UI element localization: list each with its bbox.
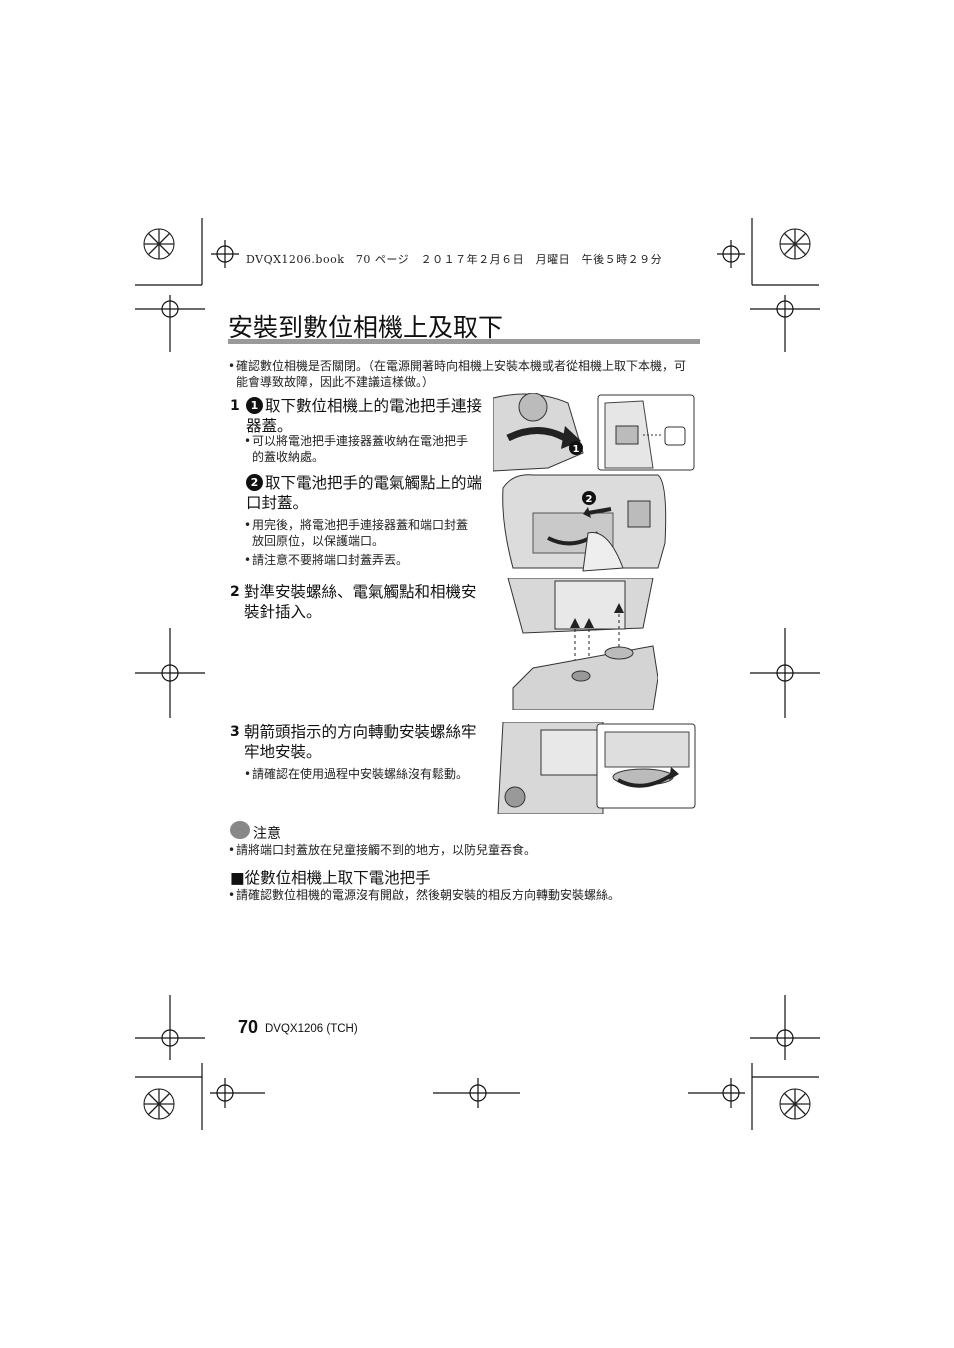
step-2-number: 2 (230, 584, 240, 600)
step-3-bullet: 請確認在使用過程中安裝螺絲沒有鬆動。 (244, 766, 476, 782)
step-1-sub2-bullet-1: 用完後，將電池把手連接器蓋和端口封蓋放回原位，以保護端口。 (244, 517, 474, 549)
title-underline (228, 339, 700, 344)
step-1-sub1-text: 取下數位相機上的電池把手連接器蓋。 (246, 397, 483, 435)
figure-align-grip (493, 578, 658, 710)
remove-section-text: 請確認數位相機的電源沒有開啟，然後朝安裝的相反方向轉動安裝螺絲。 (228, 887, 696, 903)
figure-remove-covers: 1 2 (493, 393, 696, 573)
circled-number-1: 1 (246, 397, 263, 414)
circled-number-2: 2 (246, 474, 263, 491)
step-2-text: 對準安裝螺絲、電氣觸點和相機安裝針插入。 (244, 583, 477, 621)
note-text: 請將端口封蓋放在兒童接觸不到的地方，以防兒童吞食。 (228, 842, 696, 858)
page-number: 70 (238, 1017, 259, 1037)
intro-text: 確認數位相機是否關閉。（在電源開著時向相機上安裝本機或者從相機上取下本機，可能會… (228, 358, 694, 390)
step-1-sub1-bullet: 可以將電池把手連接器蓋收納在電池把手的蓋收納處。 (244, 433, 476, 465)
note-label: 注意 (253, 826, 281, 842)
note-icon (230, 821, 250, 839)
step-1-sub2-text: 取下電池把手的電氣觸點上的端口封蓋。 (246, 474, 483, 512)
step-1-sub2-bullet-2: 請注意不要將端口封蓋弄丟。 (244, 552, 474, 568)
print-header: DVQX1206.book 70 ページ ２０１７年２月６日 月曜日 午後５時２… (246, 253, 663, 266)
figure-marker-1: 1 (573, 444, 580, 455)
step-1-number: 1 (230, 398, 240, 414)
remove-section-title: ■從數位相機上取下電池把手 (230, 869, 431, 887)
document-code: DVQX1206 (TCH) (265, 1023, 358, 1035)
figure-marker-2: 2 (586, 494, 593, 505)
figure-tighten-screw (493, 722, 696, 814)
step-3-text: 朝箭頭指示的方向轉動安裝螺絲牢牢地安裝。 (244, 723, 477, 761)
step-3-number: 3 (230, 724, 240, 740)
page-title: 安裝到數位相機上及取下 (228, 313, 504, 342)
